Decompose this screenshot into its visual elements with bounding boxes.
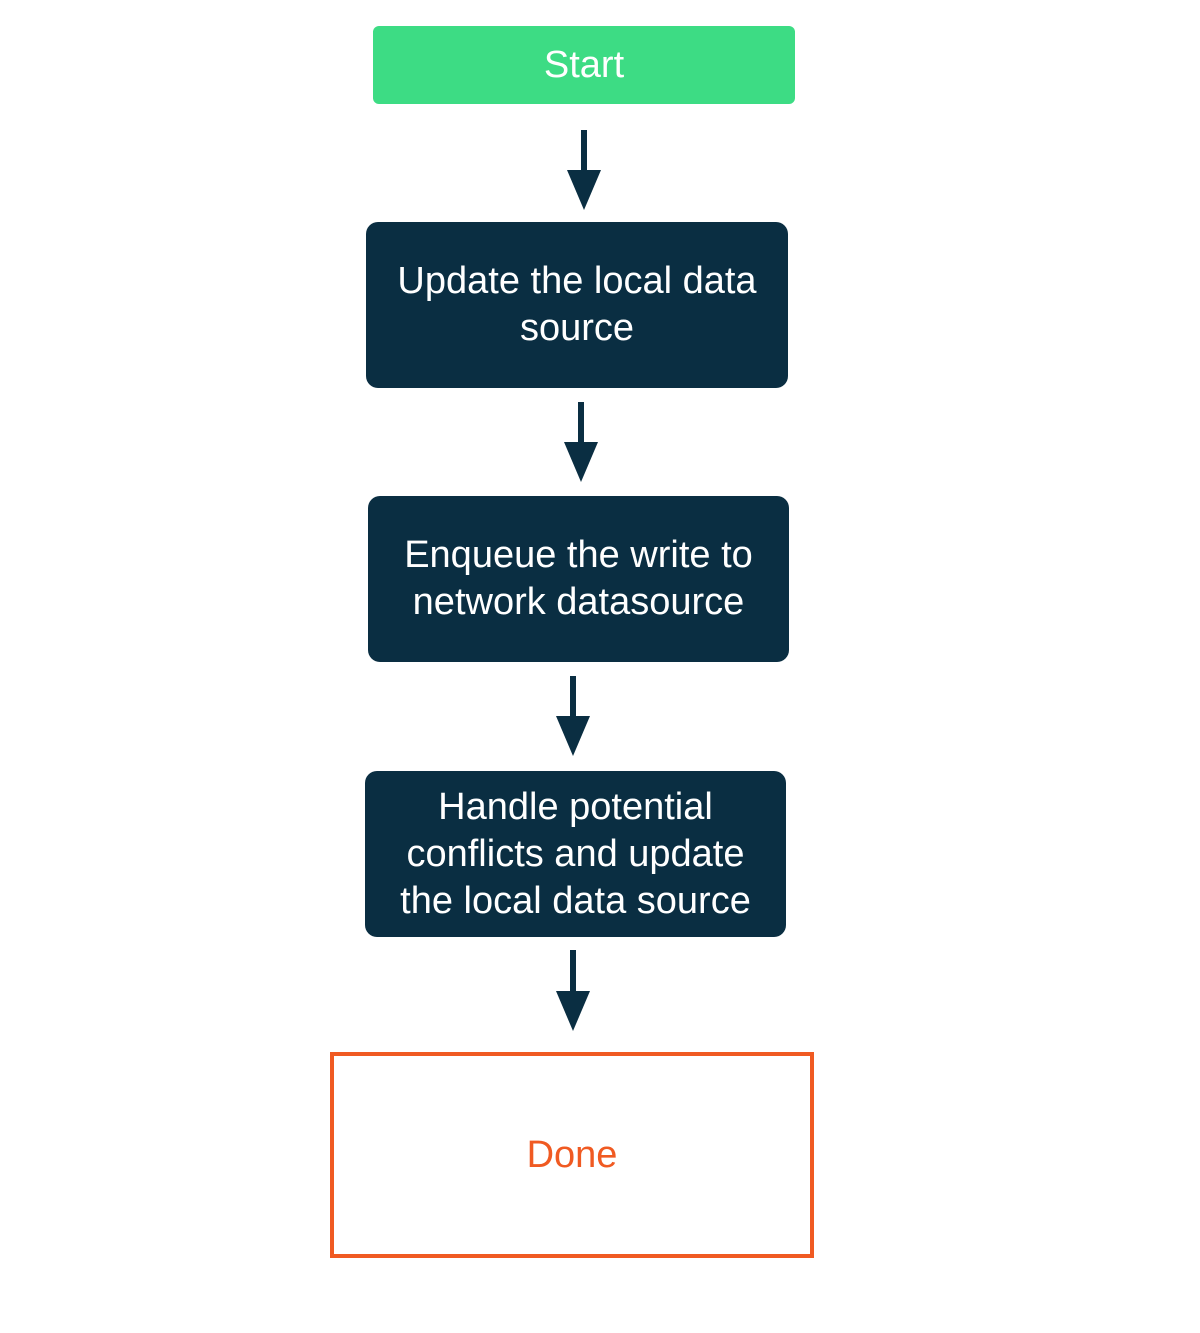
step-node-enqueue-write: Enqueue the write to network datasource — [368, 496, 789, 662]
step-label: Enqueue the write to network datasource — [404, 534, 753, 623]
done-node: Done — [330, 1052, 814, 1258]
step-label: Handle potential conflicts and update th… — [400, 785, 751, 922]
arrow-step-2-to-step-3 — [556, 676, 590, 756]
start-label: Start — [543, 43, 625, 86]
arrow-start-to-step-1 — [567, 130, 601, 210]
step-label: Update the local data source — [397, 260, 757, 349]
done-label: Done — [526, 1133, 618, 1176]
step-node-handle-conflicts: Handle potential conflicts and update th… — [365, 771, 786, 937]
start-node: Start — [373, 26, 795, 104]
step-node-update-local: Update the local data source — [366, 222, 788, 388]
arrow-step-3-to-done — [556, 950, 590, 1031]
arrow-step-1-to-step-2 — [564, 402, 598, 482]
